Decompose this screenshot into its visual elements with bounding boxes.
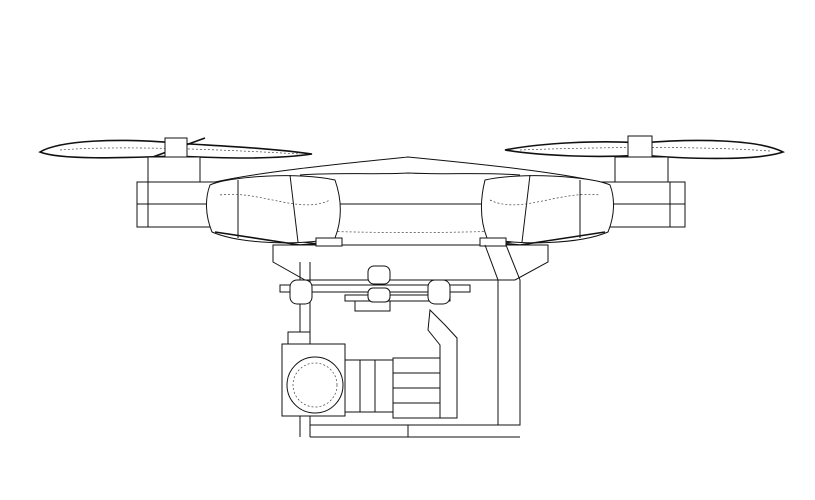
right-arm-pod xyxy=(481,174,614,246)
gimbal-arm xyxy=(427,308,458,419)
left-propeller xyxy=(38,137,313,159)
left-motor xyxy=(136,156,216,228)
damper-balls xyxy=(289,265,451,305)
lower-body xyxy=(272,237,549,281)
left-arm-pod xyxy=(206,174,341,246)
camera xyxy=(281,331,441,419)
right-propeller xyxy=(504,135,786,160)
